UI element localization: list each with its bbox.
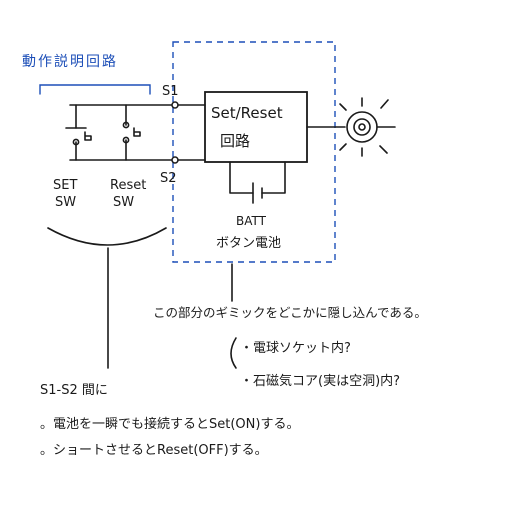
set-switch-label-line2: SW (55, 195, 76, 210)
reset-switch-label-line1: Reset (110, 178, 146, 193)
set-switch-contact (72, 138, 80, 146)
explanation-item-1: 。電池を一瞬でも接続するとSet(ON)する。 (40, 416, 299, 432)
switch-wiring (65, 104, 173, 161)
hide-option-1: ・電球ソケット内? (240, 340, 351, 356)
explanation-heading: S1-S2 間に (40, 383, 108, 398)
terminal-s2 (171, 156, 179, 164)
bulb-icon (339, 97, 396, 157)
reset-switch-contact-top (122, 121, 130, 129)
battery-label-line1: BATT (236, 214, 267, 228)
title-bracket (39, 84, 151, 95)
box-label-line1: Set/Reset (211, 104, 283, 122)
set-switch-label-line1: SET (53, 178, 77, 193)
diagram-title: 動作説明回路 (22, 54, 118, 70)
box-label-line2: 回路 (220, 132, 250, 150)
battery-icon (229, 161, 286, 204)
label-s2: S2 (160, 171, 177, 186)
options-brace (230, 337, 237, 369)
reset-switch-label-line2: SW (113, 195, 134, 210)
terminal-s1 (171, 101, 179, 109)
set-reset-box (204, 91, 308, 163)
explanation-item-2: 。ショートさせるとReset(OFF)する。 (40, 443, 268, 458)
hidden-area-box (172, 41, 336, 263)
reset-switch-contact-bottom (122, 136, 130, 144)
battery-label-line2: ボタン電池 (216, 236, 281, 251)
label-s1: S1 (162, 84, 179, 99)
hide-option-2: ・石磁気コア(実は空洞)内? (240, 373, 400, 389)
switch-group-arc (47, 227, 167, 246)
hide-note: この部分のギミックをどこかに隠し込んである。 (153, 305, 427, 320)
